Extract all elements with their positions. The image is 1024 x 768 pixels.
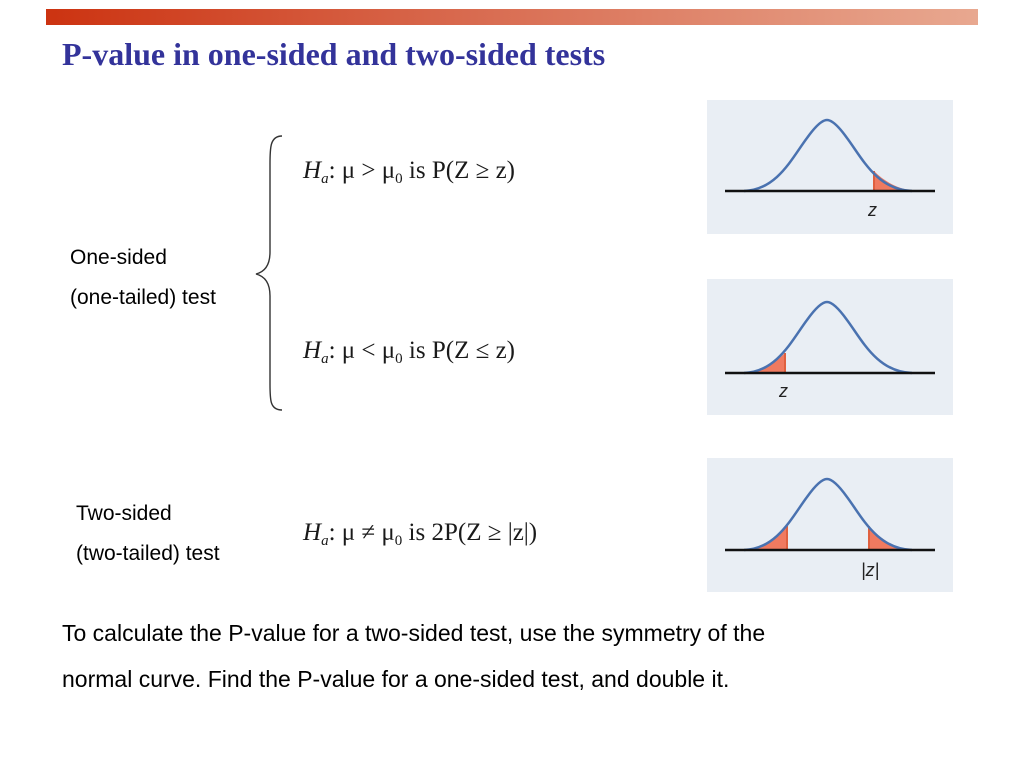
normal-curve-right-tail-panel: z: [707, 100, 953, 234]
normal-curve-two-tail-panel: |z|: [707, 458, 953, 592]
two-sided-label-line2: (two-tailed) test: [76, 542, 220, 565]
explanation-paragraph: To calculate the P-value for a two-sided…: [62, 610, 962, 702]
tick-label-z: z: [778, 381, 788, 401]
right-tail-area: [869, 526, 912, 550]
right-tail-area: [874, 171, 912, 191]
one-sided-label-line2: (one-tailed) test: [70, 286, 216, 309]
normal-curve: [743, 300, 913, 375]
slide-title: P-value in one-sided and two-sided tests: [62, 36, 606, 72]
formula-upper-tail: Ha: μ > μ0 is P(Z ≥ z): [303, 157, 516, 187]
one-sided-label: One-sided (one-tailed) test: [70, 238, 216, 318]
curly-brace: [255, 135, 283, 411]
one-sided-label-line1: One-sided: [70, 246, 167, 269]
left-tail-area: [744, 526, 787, 550]
formula-two-sided: Ha: μ ≠ μ0 is 2P(Z ≥ |z|): [303, 519, 538, 549]
two-sided-label-line1: Two-sided: [76, 502, 172, 525]
explanation-line2: normal curve. Find the P-value for a one…: [62, 666, 730, 692]
normal-curve: [743, 118, 913, 193]
two-sided-label: Two-sided (two-tailed) test: [76, 494, 220, 574]
left-tail-area: [744, 353, 785, 373]
title-accent-bar: [46, 9, 978, 25]
normal-curve: [743, 477, 913, 552]
tick-label-abs-z: |z|: [861, 560, 879, 580]
explanation-line1: To calculate the P-value for a two-sided…: [62, 620, 766, 646]
formula-lower-tail: Ha: μ < μ0 is P(Z ≤ z): [303, 337, 516, 367]
normal-curve-left-tail-panel: z: [707, 279, 953, 415]
tick-label-z: z: [867, 200, 877, 220]
